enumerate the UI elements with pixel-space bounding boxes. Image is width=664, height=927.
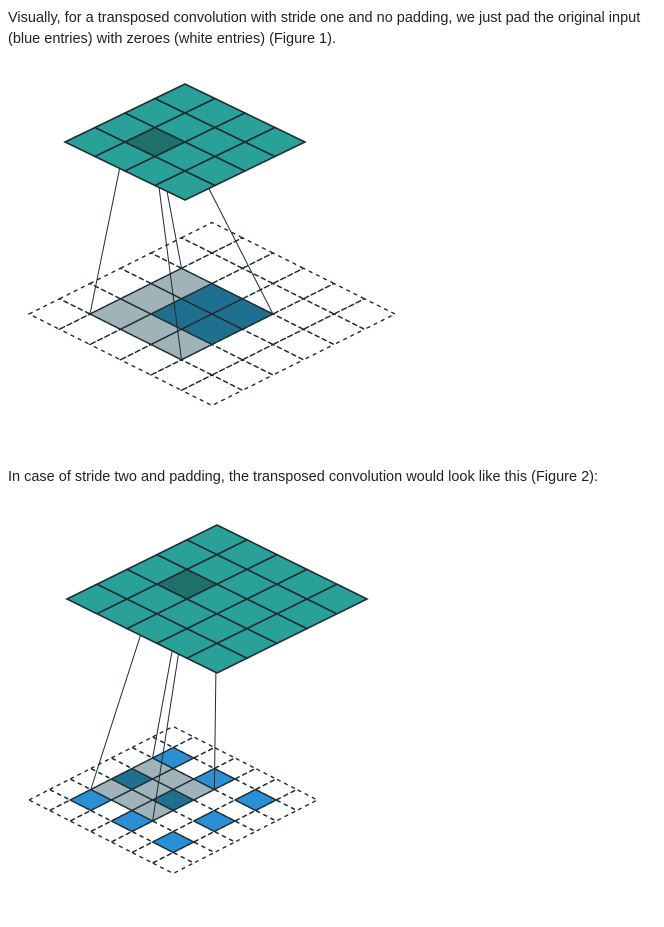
zero-cell (27, 298, 92, 331)
input-cell (151, 830, 196, 854)
zero-cell (301, 313, 367, 346)
zero-cell (233, 767, 278, 791)
zero-cell (271, 328, 336, 361)
zero-cell (179, 343, 245, 376)
zero-cell (210, 359, 275, 392)
zero-cell (68, 809, 113, 833)
input-cell (233, 788, 278, 812)
output-cell (243, 126, 307, 158)
zero-cell (210, 328, 275, 361)
zero-cell (179, 374, 245, 407)
zero-cell (88, 328, 153, 361)
zero-cell (57, 313, 123, 346)
zero-cell (240, 343, 306, 376)
input-cell (192, 809, 237, 833)
zero-cell (57, 282, 123, 315)
zero-cell (271, 298, 336, 331)
stride-two-paragraph: In case of stride two and padding, the t… (8, 469, 599, 485)
output-cell (305, 583, 369, 615)
zero-cell (210, 267, 275, 300)
zero-cell (88, 267, 153, 300)
zero-cell (27, 788, 72, 812)
figure-1-output-plane (63, 83, 307, 201)
zero-cell (274, 788, 319, 812)
zero-cell (151, 725, 196, 749)
figure-2-input-plane (27, 725, 319, 875)
zero-cell (233, 809, 278, 833)
zero-cell (179, 252, 245, 285)
zero-cell (151, 851, 196, 875)
intro-paragraph: Visually, for a transposed convolution w… (8, 10, 641, 47)
zero-cell (271, 267, 336, 300)
projection-line (89, 141, 126, 315)
zero-cell (210, 237, 275, 270)
zero-cell (118, 252, 184, 285)
zero-cell (332, 298, 397, 331)
figure-2-output-plane (65, 524, 369, 674)
figure-1-input-plane (27, 221, 397, 407)
zero-cell (149, 237, 214, 270)
figure-1-transposed-convolution-stride-one (27, 83, 397, 407)
zero-cell (149, 359, 214, 392)
zero-cell (179, 221, 245, 254)
zero-cell (301, 282, 367, 315)
zero-cell (240, 313, 306, 346)
zero-cell (109, 830, 155, 854)
zero-cell (192, 830, 237, 854)
zero-cell (118, 343, 184, 376)
zero-cell (240, 252, 306, 285)
projection-line (154, 156, 182, 360)
zero-cell (240, 282, 306, 315)
